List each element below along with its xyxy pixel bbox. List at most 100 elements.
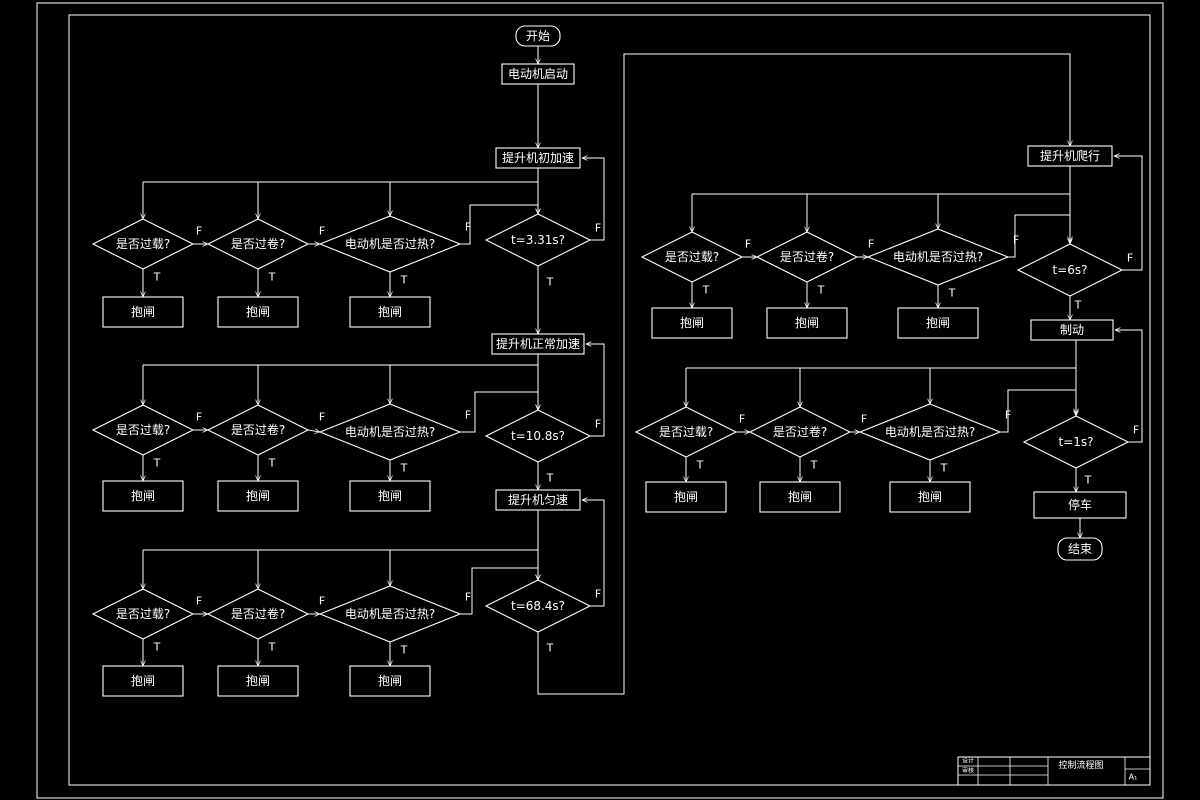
overwind-check-1-label: 是否过卷? — [231, 236, 285, 251]
branch-false-label: F — [196, 411, 202, 424]
overheat-check-5-shape — [858, 403, 1002, 461]
brake-action-box-5-3: 抱闸 — [889, 481, 971, 513]
brake-action-box-1-1-shape — [102, 296, 184, 328]
phase-crawl-box-shape — [1027, 145, 1113, 167]
outer-frame — [36, 2, 1164, 799]
phase-normal-accel-box: 提升机正常加速 — [491, 333, 585, 355]
brake-action-box-1-2-label: 抱闸 — [246, 304, 270, 319]
time-decision-1-shape — [484, 213, 592, 267]
overheat-check-2-label: 电动机是否过热? — [345, 425, 435, 439]
brake-action-box-2-3-shape — [349, 480, 431, 512]
overheat-check-5-label: 电动机是否过热? — [885, 425, 975, 439]
overwind-check-2: 是否过卷? — [206, 404, 310, 456]
loop-back-connector — [1114, 156, 1143, 271]
drawing-size: A₁ — [1129, 773, 1138, 782]
title-block-frame — [957, 756, 1151, 786]
time-decision-4: t=6s? — [1016, 243, 1124, 297]
time-decision-5-shape — [1022, 415, 1130, 469]
branch-false-label: F — [465, 409, 471, 422]
branch-true-label: T — [268, 457, 276, 470]
overheat-check-2-shape — [318, 403, 462, 461]
branch-true-label: T — [400, 462, 408, 475]
overwind-check-5: 是否过卷? — [748, 406, 852, 458]
branch-true-label: T — [268, 271, 276, 284]
start-terminal-shape — [515, 25, 561, 47]
brake-action-box-2-1: 抱闸 — [102, 480, 184, 512]
branch-false-label: F — [595, 588, 601, 601]
branch-true-label: T — [268, 641, 276, 654]
branch-true-label: T — [153, 641, 161, 654]
branch-true-label: T — [400, 274, 408, 287]
loop-back-connector — [582, 158, 605, 241]
overload-check-4-label: 是否过载? — [665, 250, 719, 264]
overload-check-5-shape — [634, 406, 738, 458]
overload-check-4-shape — [640, 231, 744, 283]
branch-true-label: T — [400, 644, 408, 657]
overheat-check-1: 电动机是否过热? — [318, 215, 462, 273]
brake-action-box-3-2: 抱闸 — [217, 665, 299, 697]
branch-true-label: T — [940, 462, 948, 475]
branch-false-label: F — [868, 238, 874, 251]
brake-action-box-1-3-shape — [349, 296, 431, 328]
overload-check-2: 是否过载? — [91, 404, 195, 456]
phase-brake-box-shape — [1030, 319, 1114, 341]
brake-action-box-4-1-label: 抱闸 — [680, 315, 704, 330]
brake-action-box-5-2-shape — [759, 481, 841, 513]
phase-crawl-box-label: 提升机爬行 — [1040, 148, 1100, 163]
flow-nodes: 开始电动机启动提升机初加速抱闸抱闸抱闸t=3.31s?是否过载?是否过卷?电动机… — [91, 25, 1130, 697]
phase-constant-box-shape — [495, 489, 581, 511]
overheat-check-2: 电动机是否过热? — [318, 403, 462, 461]
overheat-check-4: 电动机是否过热? — [866, 228, 1010, 286]
overload-check-5: 是否过载? — [634, 406, 738, 458]
inner-frame — [68, 14, 1151, 786]
branch-false-label: F — [739, 413, 745, 426]
overheat-check-1-label: 电动机是否过热? — [345, 237, 435, 251]
branch-false-label: F — [595, 222, 601, 235]
brake-action-box-4-2: 抱闸 — [766, 307, 848, 339]
brake-action-box-1-3-label: 抱闸 — [378, 304, 402, 319]
time-decision-2-shape — [484, 409, 592, 463]
overwind-check-4: 是否过卷? — [755, 231, 859, 283]
overload-check-2-shape — [91, 404, 195, 456]
brake-action-box-2-3-label: 抱闸 — [378, 488, 402, 503]
branch-false-label: F — [465, 591, 471, 604]
brake-action-box-3-1-label: 抱闸 — [131, 673, 155, 688]
overwind-check-4-label: 是否过卷? — [780, 249, 834, 264]
brake-action-box-2-1-label: 抱闸 — [131, 488, 155, 503]
overheat-check-3-label: 电动机是否过热? — [345, 607, 435, 621]
motor-start-box: 电动机启动 — [501, 63, 575, 85]
time-decision-2: t=10.8s? — [484, 409, 592, 463]
loop-back-connector — [1115, 330, 1143, 443]
branch-true-label: T — [948, 287, 956, 300]
brake-action-box-3-3-shape — [349, 665, 431, 697]
branch-true-label: T — [546, 472, 554, 485]
branch-false-label: F — [1005, 409, 1011, 422]
phase-initial-accel-box-label: 提升机初加速 — [502, 150, 574, 165]
brake-action-box-4-3-label: 抱闸 — [926, 315, 950, 330]
branch-true-label: T — [153, 271, 161, 284]
branch-false-label: F — [745, 238, 751, 251]
branch-true-label: T — [810, 459, 818, 472]
brake-action-box-4-2-shape — [766, 307, 848, 339]
overwind-check-5-label: 是否过卷? — [773, 424, 827, 439]
phase-constant-box: 提升机匀速 — [495, 489, 581, 511]
overwind-check-2-shape — [206, 404, 310, 456]
branch-false-label: F — [1133, 424, 1139, 437]
time-decision-4-shape — [1016, 243, 1124, 297]
overload-check-2-label: 是否过载? — [116, 423, 170, 437]
overload-check-3-shape — [91, 588, 195, 640]
overwind-check-3-label: 是否过卷? — [231, 606, 285, 621]
end-terminal-label: 结束 — [1068, 542, 1092, 556]
time-decision-1-label: t=3.31s? — [511, 233, 565, 247]
brake-action-box-5-2: 抱闸 — [759, 481, 841, 513]
phase-stop-box-label: 停车 — [1068, 497, 1092, 512]
phase-constant-box-label: 提升机匀速 — [508, 492, 568, 507]
branch-true-label: T — [817, 284, 825, 297]
overheat-check-3-shape — [318, 585, 462, 643]
loop-back-connector — [582, 500, 605, 607]
brake-action-box-2-3: 抱闸 — [349, 480, 431, 512]
branch-false-label: F — [1127, 252, 1133, 265]
phase-normal-accel-box-shape — [491, 333, 585, 355]
